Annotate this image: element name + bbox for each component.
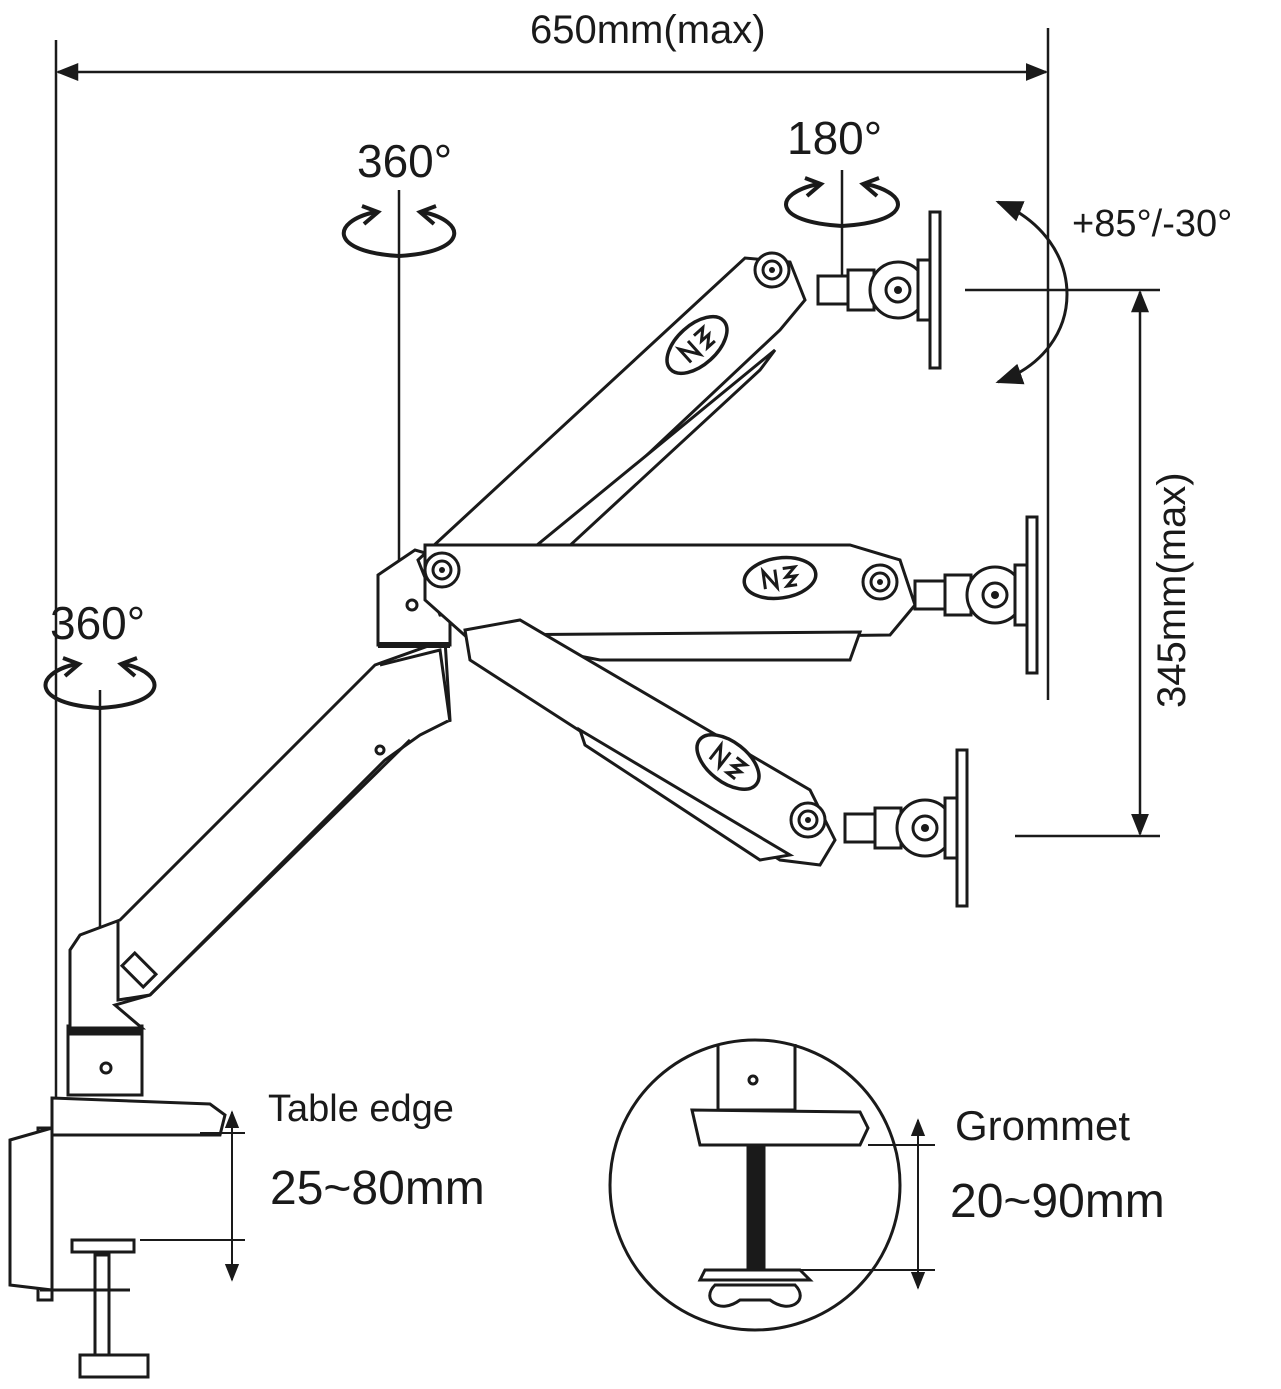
rotate-arrows-icon: [784, 170, 900, 280]
max-height-label: 345mm(max): [1150, 472, 1194, 708]
grommet-detail: [608, 1038, 902, 1332]
tilt-arc: [995, 200, 1069, 385]
rotate-arrows-icon: [43, 656, 157, 930]
table-edge-range: 25~80mm: [270, 1162, 485, 1215]
tilt-label: +85°/-30°: [1072, 203, 1233, 245]
table-edge-dimension: [140, 1110, 245, 1282]
rotate-arrows-icon: [341, 190, 457, 560]
arm-rotation-label: 360°: [357, 135, 453, 187]
head-rotation-label: 180°: [787, 112, 883, 164]
pole-rotation-label: 360°: [50, 597, 146, 649]
table-clamp: [8, 1024, 227, 1379]
max-width-label: 650mm(max): [530, 8, 766, 52]
grommet-dimension: [800, 1118, 935, 1290]
height-dimension: [965, 288, 1160, 838]
width-dimension: [54, 28, 1050, 1100]
lower-arm: [68, 637, 452, 1030]
grommet-range: 20~90mm: [950, 1175, 1165, 1228]
table-edge-title: Table edge: [268, 1088, 454, 1130]
grommet-title: Grommet: [955, 1102, 1131, 1149]
upper-arm-lowered: [463, 618, 837, 867]
